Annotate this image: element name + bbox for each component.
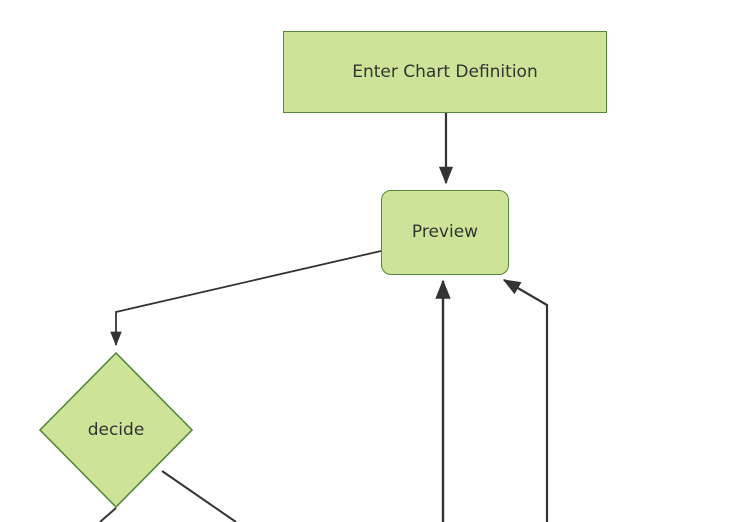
edge-into-preview-bottom-diagonal [502,279,549,522]
edge-decide-out-right [161,470,237,522]
node-preview[interactable]: Preview [381,190,509,275]
edge-preview-to-decide [110,250,382,347]
node-enter-chart-definition[interactable]: Enter Chart Definition [283,31,607,113]
node-label: Enter Chart Definition [352,61,538,82]
node-label: decide [87,419,145,440]
node-label: Preview [411,222,479,243]
edge-decide-out-left [99,507,117,522]
diamond-shape [39,352,193,508]
node-decide[interactable]: decide [39,352,193,508]
